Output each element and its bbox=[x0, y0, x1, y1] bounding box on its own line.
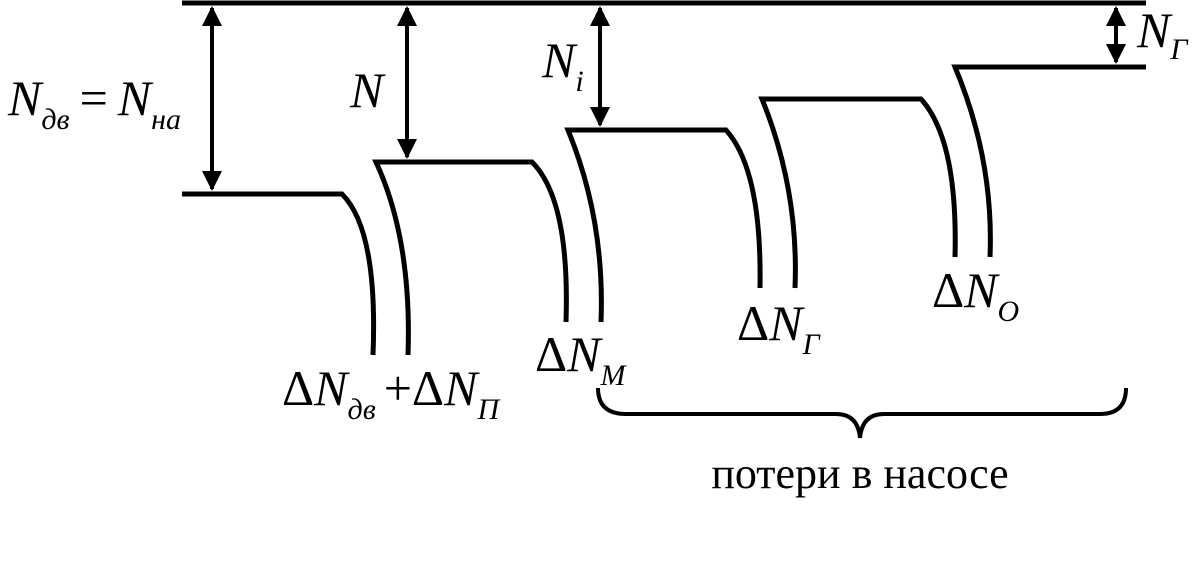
label-pump-losses: потери в насосе bbox=[711, 449, 1008, 498]
label-loss-g: ΔNГ bbox=[737, 295, 822, 361]
power-level-steps bbox=[182, 64, 1146, 356]
label-n: N bbox=[349, 62, 386, 118]
level-n-pump bbox=[758, 96, 958, 289]
label-n-g: NГ bbox=[1136, 2, 1189, 66]
pump-losses-brace bbox=[596, 387, 1128, 439]
label-n-dv-eq-n-na: Nдв=Nна bbox=[7, 70, 181, 136]
level-n-dv bbox=[182, 191, 377, 356]
label-n-i: Ni bbox=[541, 32, 584, 98]
level-n-g bbox=[951, 64, 1146, 258]
level-n bbox=[372, 159, 569, 356]
label-loss-o: ΔNО bbox=[932, 262, 1019, 328]
label-loss-m: ΔNМ bbox=[535, 326, 628, 392]
label-loss-dv-p: ΔNдв+ΔNП bbox=[282, 360, 501, 426]
dimension-arrows bbox=[202, 6, 1126, 191]
level-n-i bbox=[564, 127, 763, 323]
